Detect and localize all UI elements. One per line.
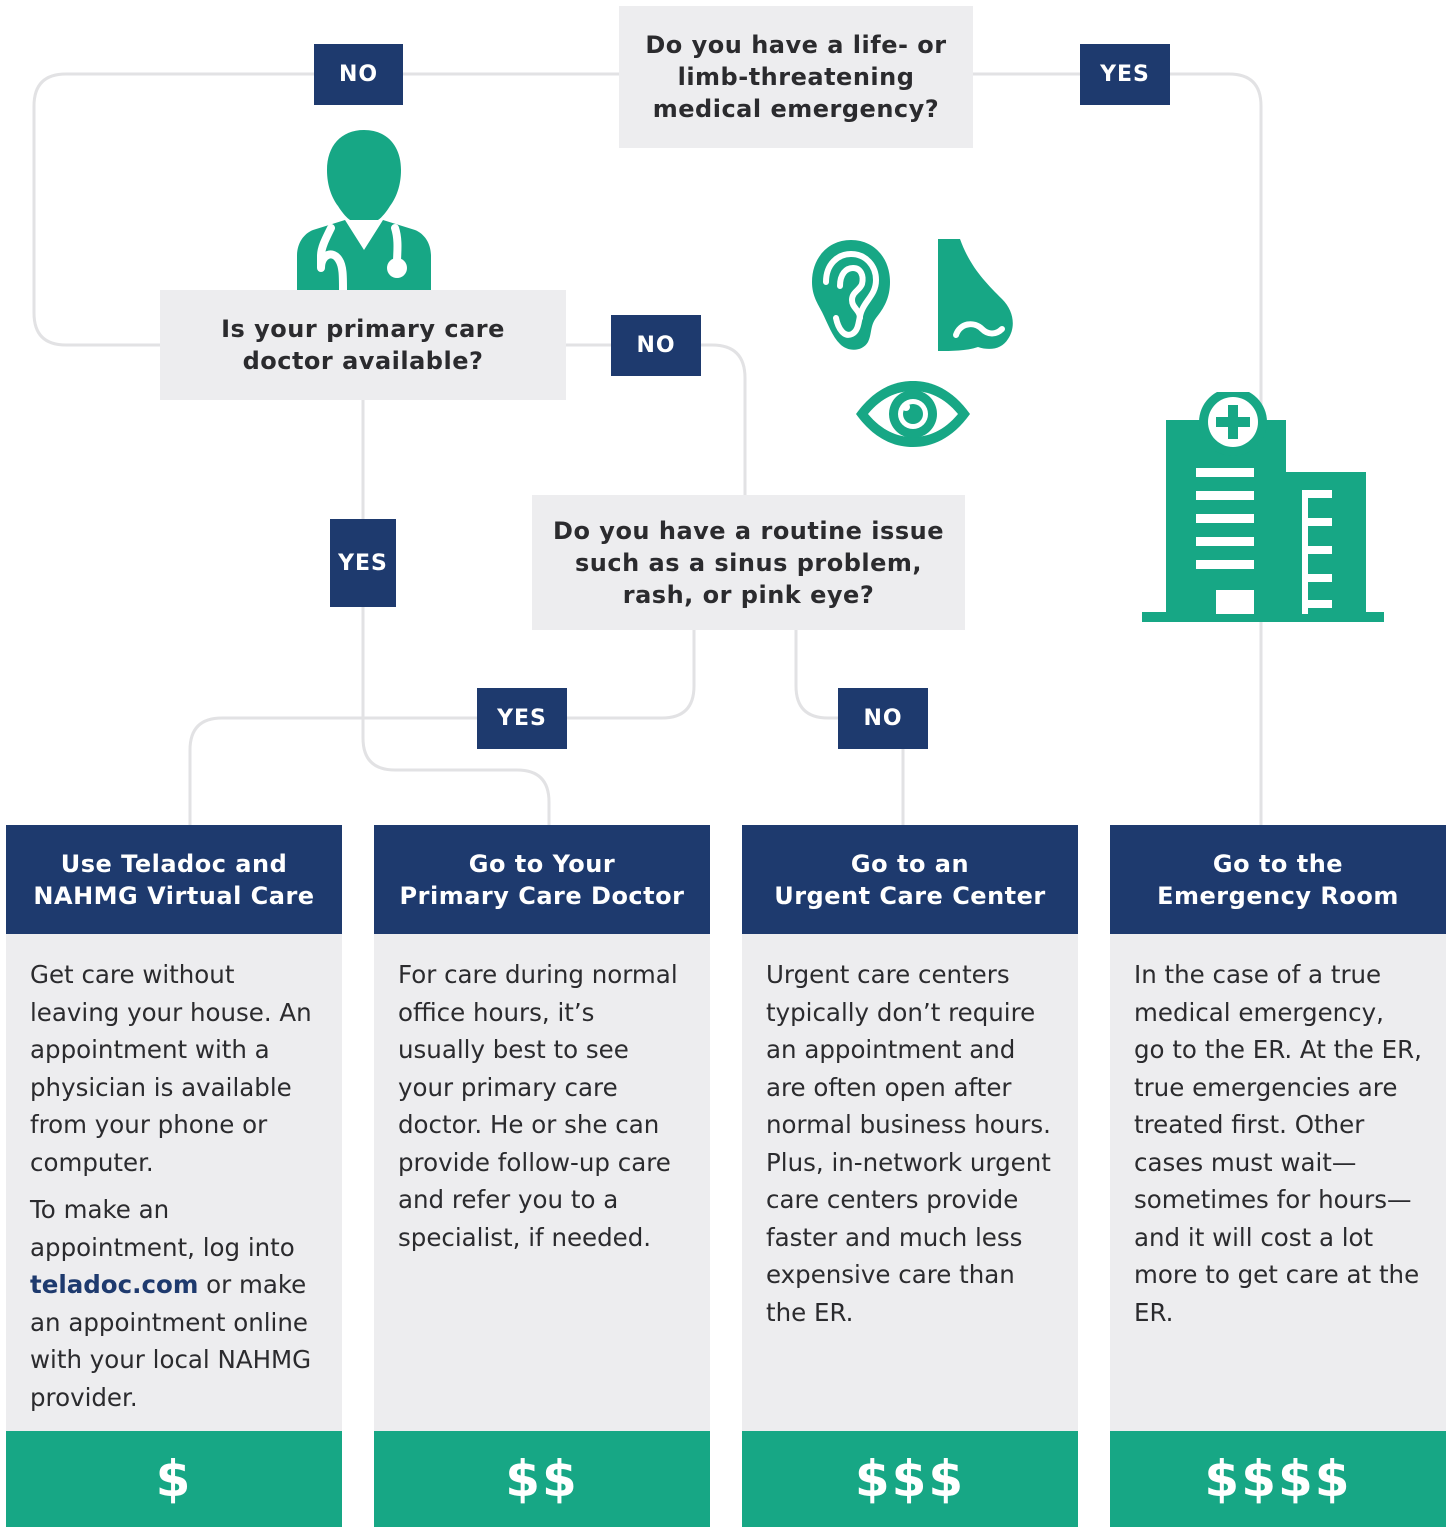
card-virtual-care-text-2b: or make an appointment online with your … bbox=[30, 1270, 312, 1412]
cost-indicator: $$ bbox=[374, 1431, 710, 1527]
doctor-icon bbox=[297, 130, 431, 290]
card-primary-care-body: For care during normal office hours, it’… bbox=[374, 934, 710, 1431]
tag-routine-yes: YES bbox=[477, 688, 567, 749]
question-emergency-text: Do you have a life- or limb-threatening … bbox=[645, 31, 947, 123]
card-primary-care: Go to Your Primary Care Doctor For care … bbox=[374, 825, 710, 1527]
tag-pcp-yes: YES bbox=[330, 519, 396, 607]
cost-indicator: $ bbox=[6, 1431, 342, 1527]
card-virtual-care-text-2a: To make an appointment, log into bbox=[30, 1195, 295, 1262]
connector-routine-yes bbox=[188, 630, 696, 825]
card-emergency-room-title: Go to the Emergency Room bbox=[1110, 825, 1446, 934]
connector-pcp-no bbox=[566, 343, 747, 495]
connector-emergency-no bbox=[32, 72, 620, 347]
cost-indicator: $$$ bbox=[742, 1431, 1078, 1527]
question-emergency: Do you have a life- or limb-threatening … bbox=[619, 6, 973, 148]
card-urgent-care-title: Go to an Urgent Care Center bbox=[742, 825, 1078, 934]
cost-indicator: $$$$ bbox=[1110, 1431, 1446, 1527]
card-virtual-care-text-2: To make an appointment, log into teladoc… bbox=[30, 1191, 318, 1416]
question-routine-issue-text: Do you have a routine issue such as a si… bbox=[553, 516, 944, 609]
card-primary-care-text: For care during normal office hours, it’… bbox=[398, 960, 678, 1252]
tag-pcp-no: NO bbox=[611, 315, 701, 376]
card-virtual-care: Use Teladoc and NAHMG Virtual Care Get c… bbox=[6, 825, 342, 1527]
ear-icon bbox=[812, 240, 890, 350]
connector-pcp-yes bbox=[361, 400, 551, 825]
card-virtual-care-title: Use Teladoc and NAHMG Virtual Care bbox=[6, 825, 342, 934]
card-emergency-room-text: In the case of a true medical emergency,… bbox=[1134, 960, 1422, 1327]
card-primary-care-title: Go to Your Primary Care Doctor bbox=[374, 825, 710, 934]
card-virtual-care-text: Get care without leaving your house. An … bbox=[30, 960, 312, 1177]
nose-icon bbox=[938, 239, 1013, 351]
card-urgent-care-text: Urgent care centers typically don’t requ… bbox=[766, 960, 1051, 1327]
card-urgent-care: Go to an Urgent Care Center Urgent care … bbox=[742, 825, 1078, 1527]
question-primary-care-text: Is your primary care doctor available? bbox=[221, 315, 505, 375]
card-virtual-care-body: Get care without leaving your house. An … bbox=[6, 934, 342, 1431]
tag-emergency-no: NO bbox=[314, 44, 403, 105]
tag-emergency-yes: YES bbox=[1080, 44, 1170, 105]
question-primary-care: Is your primary care doctor available? bbox=[160, 290, 566, 400]
teladoc-link[interactable]: teladoc.com bbox=[30, 1270, 199, 1299]
card-urgent-care-body: Urgent care centers typically don’t requ… bbox=[742, 934, 1078, 1431]
question-routine-issue: Do you have a routine issue such as a si… bbox=[532, 495, 965, 630]
card-emergency-room-body: In the case of a true medical emergency,… bbox=[1110, 934, 1446, 1431]
connector-emergency-yes bbox=[972, 72, 1263, 825]
tag-routine-no: NO bbox=[838, 688, 928, 749]
hospital-icon bbox=[1142, 392, 1384, 622]
card-emergency-room: Go to the Emergency Room In the case of … bbox=[1110, 825, 1446, 1527]
eye-icon bbox=[856, 381, 970, 447]
